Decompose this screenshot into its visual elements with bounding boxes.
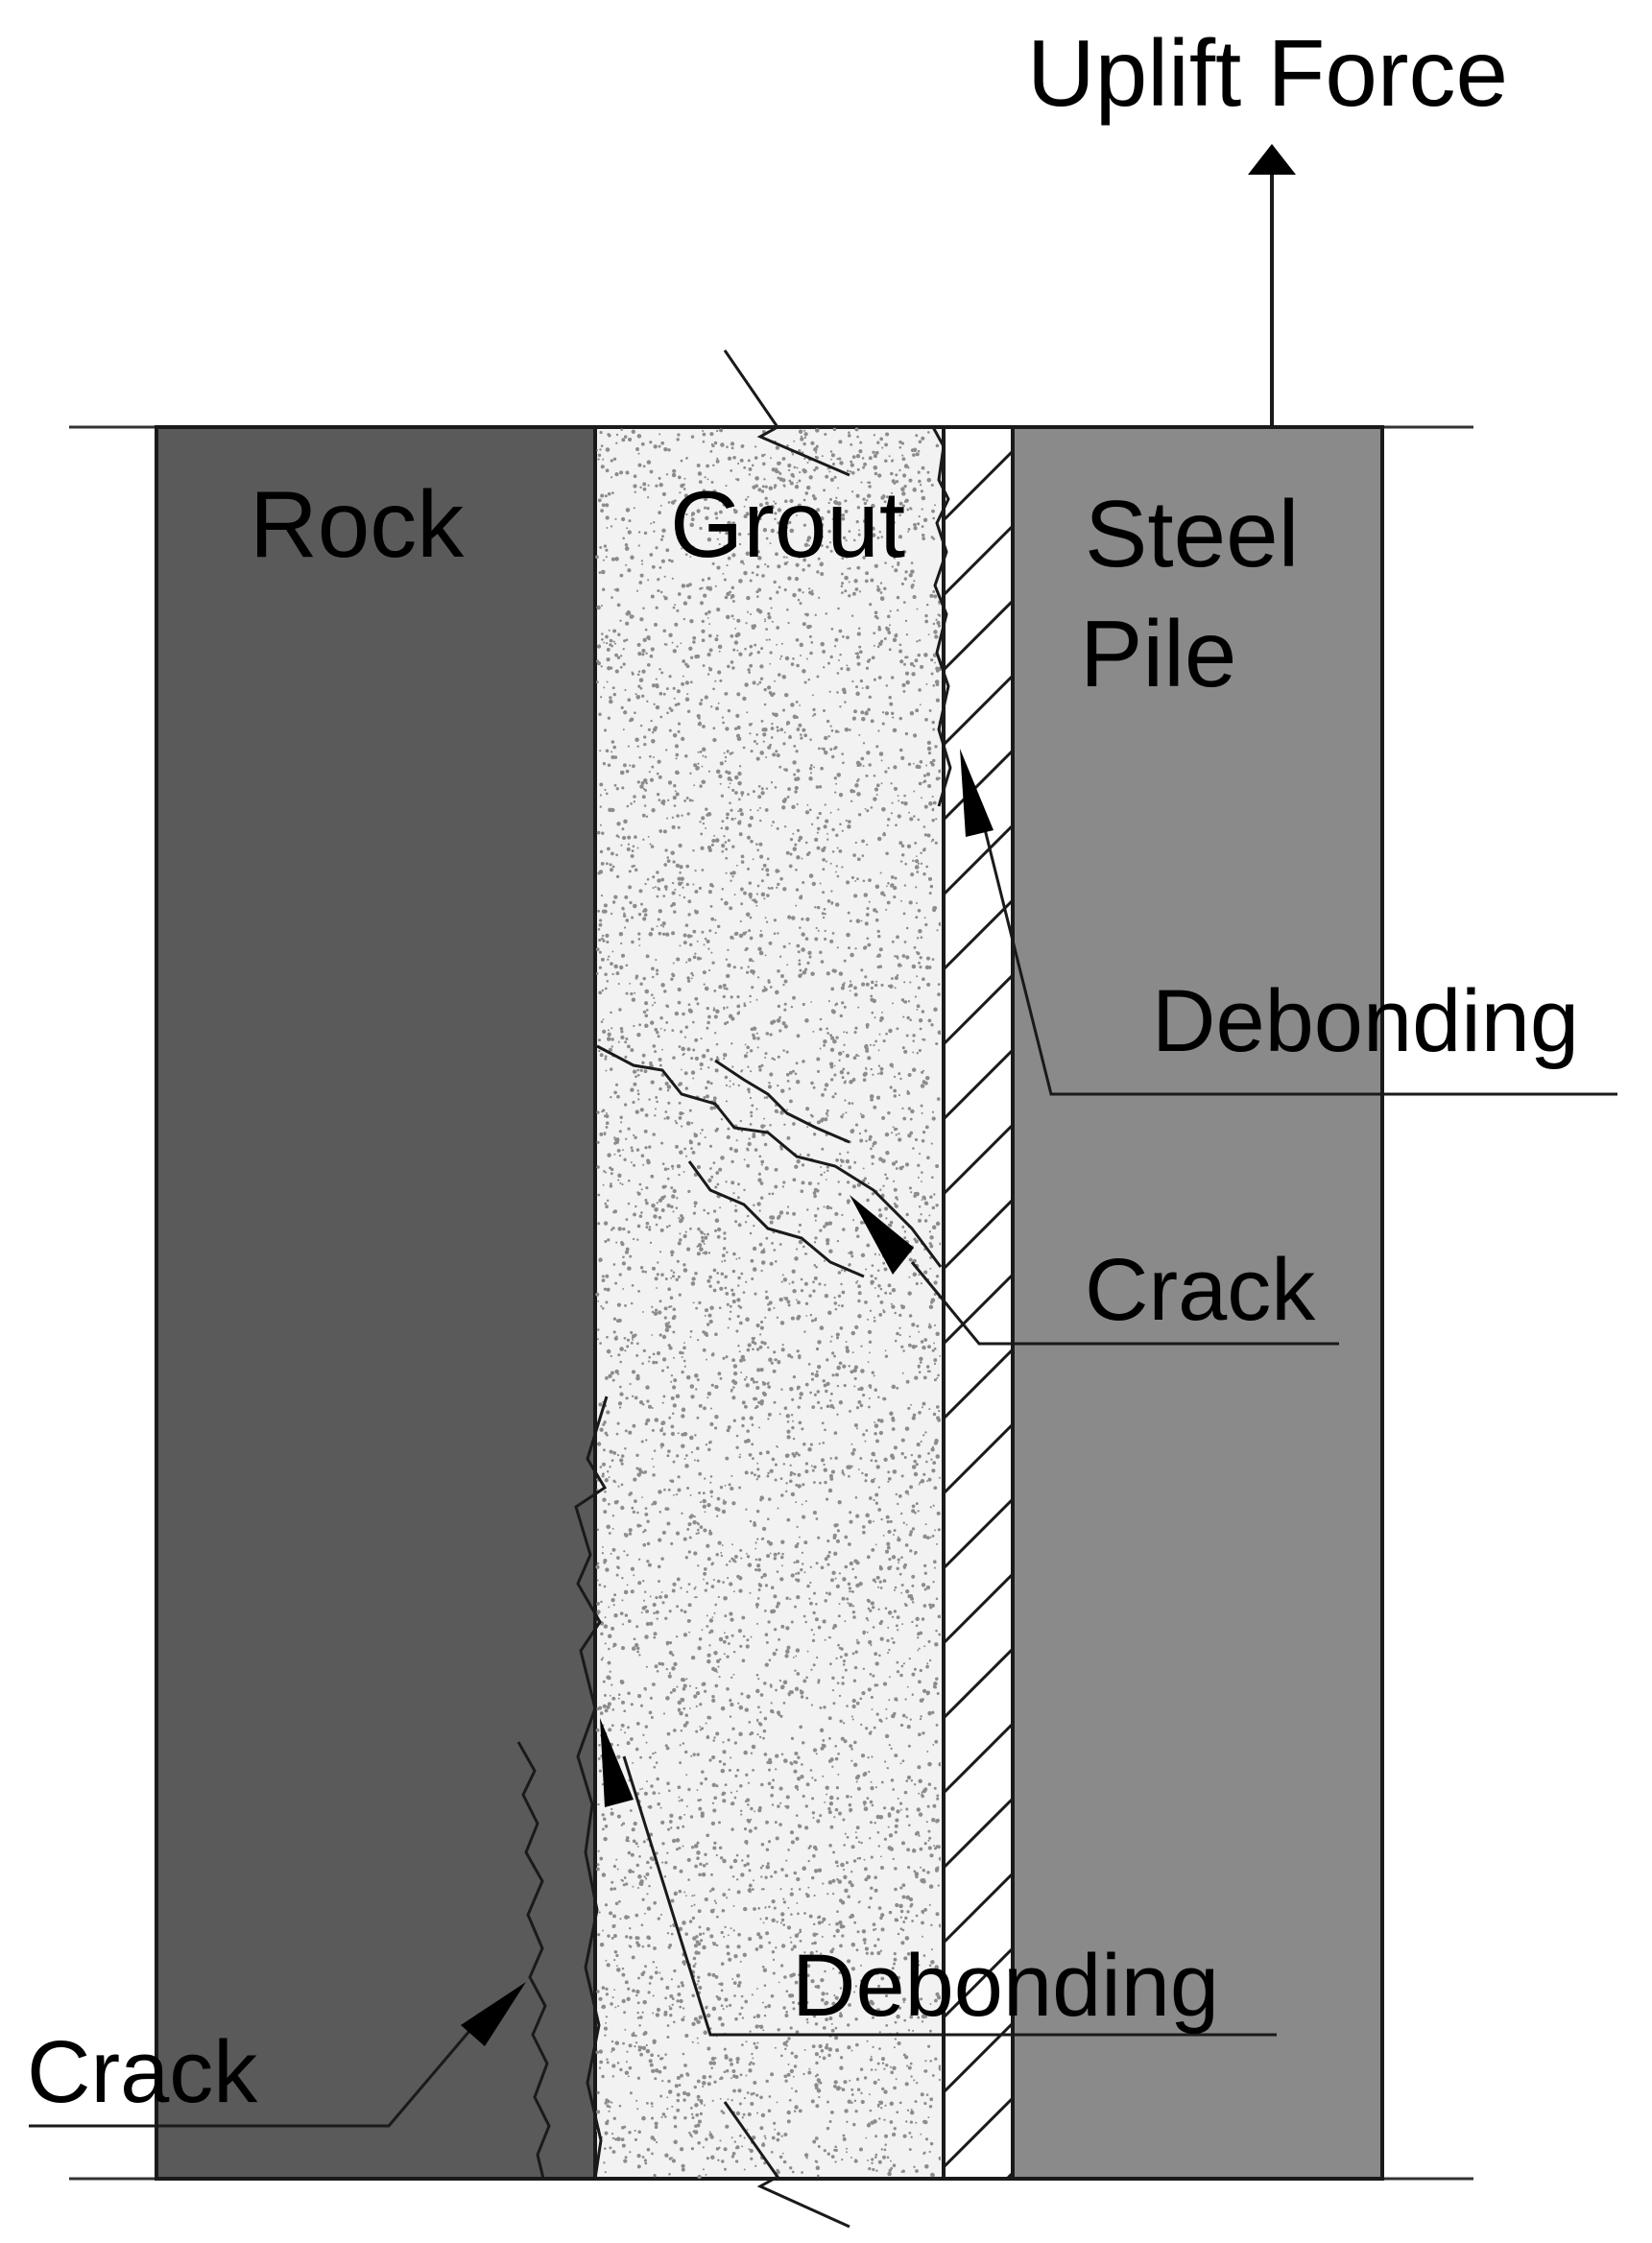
- diagram-title: Uplift Force: [1027, 20, 1508, 126]
- break-symbol-bottom: [723, 2101, 850, 2229]
- steel-pile-label-line2: Pile: [1080, 601, 1236, 706]
- crack-grout-3: [687, 1160, 865, 1278]
- crack-grout-1: [596, 1044, 943, 1268]
- arrowhead-debonding-rock-grout: [600, 1718, 634, 1807]
- steel-pile-layer: [1011, 425, 1384, 2181]
- crack-label-rock: Crack: [27, 2023, 258, 2121]
- interface-hatching: [944, 449, 1013, 2179]
- uplift-force-arrowhead: [1248, 144, 1296, 175]
- grout-texture: [595, 427, 941, 2179]
- debonding-line-pile-grout: [931, 426, 952, 807]
- leader-debonding-pile-grout: [972, 786, 1617, 1096]
- leader-crack-grout: [910, 1261, 1339, 1346]
- crack-label-grout: Crack: [1085, 1241, 1316, 1339]
- debonding-label-pile-grout: Debonding: [1152, 972, 1579, 1070]
- leader-debonding-rock-grout: [622, 1755, 1277, 2037]
- crack-grout-2: [714, 1059, 850, 1144]
- interface-gap: [942, 425, 1015, 2181]
- grout-label: Grout: [670, 471, 905, 577]
- break-symbol-top: [723, 349, 850, 477]
- rock-label: Rock: [250, 471, 465, 577]
- leader-crack-rock: [29, 2029, 472, 2128]
- steel-pile-label-line1: Steel: [1085, 481, 1299, 586]
- arrowhead-crack-rock: [461, 1982, 526, 2046]
- crack-rock: [516, 1741, 551, 2180]
- arrowhead-crack-grout: [850, 1195, 914, 1275]
- debonding-line-rock-grout: [574, 1396, 609, 2180]
- arrowhead-debonding-pile-grout: [960, 749, 994, 837]
- debonding-label-rock-grout: Debonding: [792, 1937, 1219, 2035]
- rock-layer: [155, 425, 597, 2181]
